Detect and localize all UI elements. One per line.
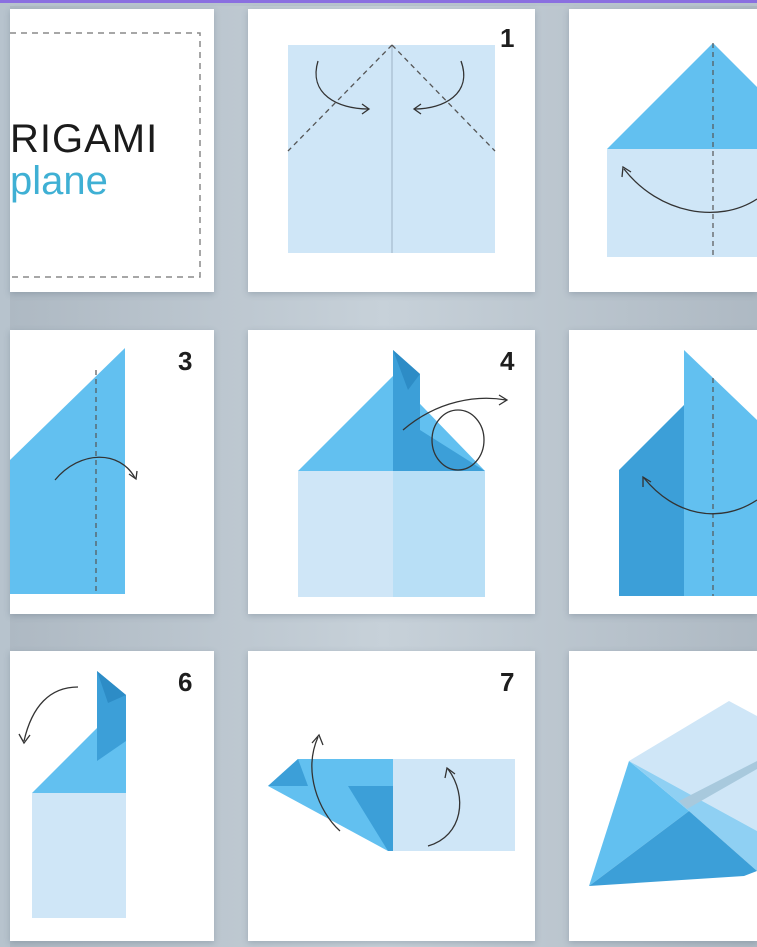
step-1-diagram: [248, 9, 535, 292]
step-number-6: 6: [178, 669, 192, 695]
step-number-1: 1: [500, 25, 514, 51]
step-7-card: 7: [248, 651, 535, 941]
title-line-plane: plane: [10, 161, 108, 201]
step-8-diagram: [569, 651, 757, 941]
step-8-card: [569, 651, 757, 941]
step-4-card: 4: [248, 330, 535, 614]
step-4-diagram: [248, 330, 535, 614]
step-number-3: 3: [178, 348, 192, 374]
title-line-origami: RIGAMI: [10, 119, 158, 159]
step-2-card: [569, 9, 757, 292]
title-card: RIGAMI plane: [10, 9, 214, 292]
step-5-diagram: [569, 330, 757, 614]
step-6-card: 6: [10, 651, 214, 941]
step-1-card: 1: [248, 9, 535, 292]
step-number-7: 7: [500, 669, 514, 695]
top-accent-line: [0, 0, 757, 3]
step-number-4: 4: [500, 348, 514, 374]
step-7-diagram: [248, 651, 535, 941]
step-5-card: [569, 330, 757, 614]
step-2-diagram: [569, 9, 757, 292]
step-3-card: 3: [10, 330, 214, 614]
